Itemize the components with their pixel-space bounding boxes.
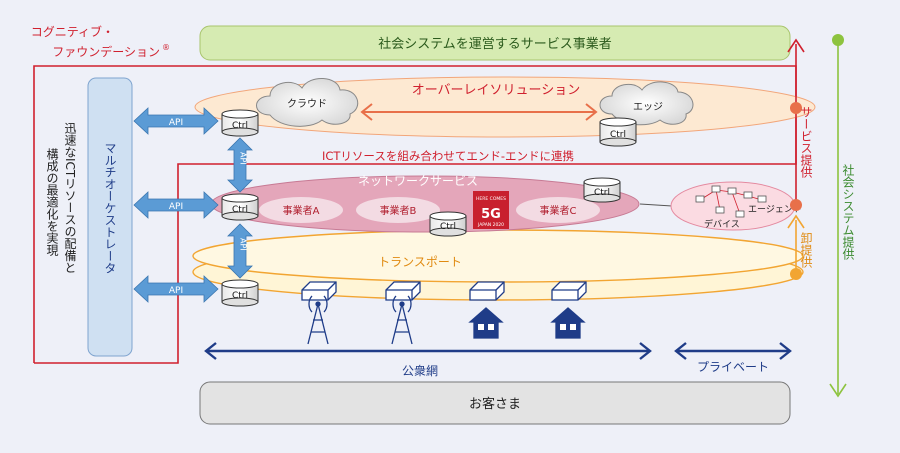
cognitive-label-line1: コグニティブ・ — [31, 24, 114, 39]
connect-caption: ICTリソースを組み合わせてエンド-エンドに連携 — [322, 149, 574, 163]
customer-bar: お客さま — [199, 381, 791, 425]
operator-a-label: 事業者A — [283, 204, 320, 217]
api-label-network: API — [169, 202, 183, 212]
network-ctrl-c-label: Ctrl — [594, 188, 610, 198]
overlay-title: オーバーレイソリューション — [412, 83, 581, 98]
social-system-label: 社会システム提供 — [841, 163, 855, 260]
operator-a — [259, 197, 343, 223]
orchestrator-label: マルチオーケストレータ — [103, 142, 117, 274]
overlay-ctrl: Ctrl — [221, 109, 259, 137]
left-caption-col1: 迅速なICTリソースの配備と — [63, 122, 77, 274]
tower-1-icon — [301, 281, 337, 345]
service-provision-label: サービス提供 — [799, 106, 813, 178]
service-operator-label: 社会システムを運営するサービス事業者 — [378, 36, 612, 52]
edge-ctrl-label: Ctrl — [610, 130, 626, 140]
api-arrow-network: API — [133, 191, 219, 219]
transport-title: トランスポート — [378, 255, 462, 269]
public-network-range — [204, 342, 652, 360]
cloud-label: クラウド — [287, 98, 327, 110]
device-label: デバイス — [704, 218, 740, 230]
api-arrow-vertical-lower: API — [227, 223, 253, 279]
5g-badge-line1: HERE COMES — [476, 196, 506, 202]
service-provision-line: サービス提供 — [787, 38, 813, 211]
left-caption-col2: 構成の最適化を実現 — [45, 148, 59, 256]
wholesale-provision-label: 卸提供 — [799, 231, 813, 268]
left-caption: 迅速なICTリソースの配備と 構成の最適化を実現 — [45, 122, 77, 274]
social-system-line: 社会システム提供 — [829, 34, 855, 398]
operator-b-label: 事業者B — [380, 204, 417, 217]
api-label-vertical-upper: API — [239, 152, 248, 165]
wholesale-provision-line: 卸提供 — [787, 214, 813, 280]
private-network-range — [674, 342, 792, 360]
operator-c-label: 事業者C — [540, 204, 577, 217]
home-2-icon — [550, 281, 587, 339]
cognitive-label-line2: ファウンデーション — [52, 44, 160, 59]
customer-label: お客さま — [469, 396, 521, 412]
api-label-overlay: API — [169, 118, 183, 128]
transport-ctrl-label: Ctrl — [232, 291, 248, 301]
api-label-transport: API — [169, 286, 183, 296]
edge-label: エッジ — [633, 102, 663, 113]
network-title: ネットワークサービス — [358, 174, 478, 188]
edge-node: エッジ — [599, 81, 694, 126]
registered-mark: ® — [162, 43, 170, 52]
api-arrow-vertical-upper: API — [227, 137, 253, 193]
network-service-layer: ネットワークサービス 事業者A 事業者B 事業者C — [210, 174, 640, 233]
transport-ctrl: Ctrl — [221, 279, 259, 307]
device-cluster: エージェント デバイス — [639, 181, 802, 231]
agent-label: エージェント — [748, 205, 802, 215]
edge-ctrl: Ctrl — [599, 117, 637, 147]
operator-b — [356, 197, 440, 223]
5g-badge-line3: JAPAN 2020 — [477, 222, 504, 228]
tower-2-icon — [385, 281, 421, 345]
api-arrow-overlay: API — [133, 107, 219, 135]
network-ctrl-c: Ctrl — [583, 177, 621, 203]
private-network-label: プライベート — [697, 360, 769, 374]
api-label-vertical-lower: API — [239, 238, 248, 251]
service-operator-bar: 社会システムを運営するサービス事業者 — [199, 25, 791, 61]
cloud-edge-link — [360, 103, 598, 121]
multi-orchestrator: マルチオーケストレータ — [87, 77, 133, 357]
network-ctrl-b: Ctrl — [429, 211, 467, 237]
home-1-icon — [468, 281, 505, 339]
public-network-label: 公衆網 — [402, 364, 438, 378]
network-ctrl-main-label: Ctrl — [232, 205, 248, 215]
5g-badge-line2: 5G — [481, 207, 501, 222]
network-ctrl-main: Ctrl — [221, 193, 259, 221]
infrastructure — [301, 281, 587, 345]
network-ctrl-b-label: Ctrl — [440, 222, 456, 232]
api-arrow-transport: API — [133, 275, 219, 303]
5g-badge: HERE COMES 5G JAPAN 2020 — [473, 191, 509, 229]
operator-c — [516, 197, 600, 223]
overlay-ctrl-label: Ctrl — [232, 121, 248, 131]
cloud-node: クラウド — [256, 78, 359, 127]
transport-layer: トランスポート — [192, 229, 804, 301]
